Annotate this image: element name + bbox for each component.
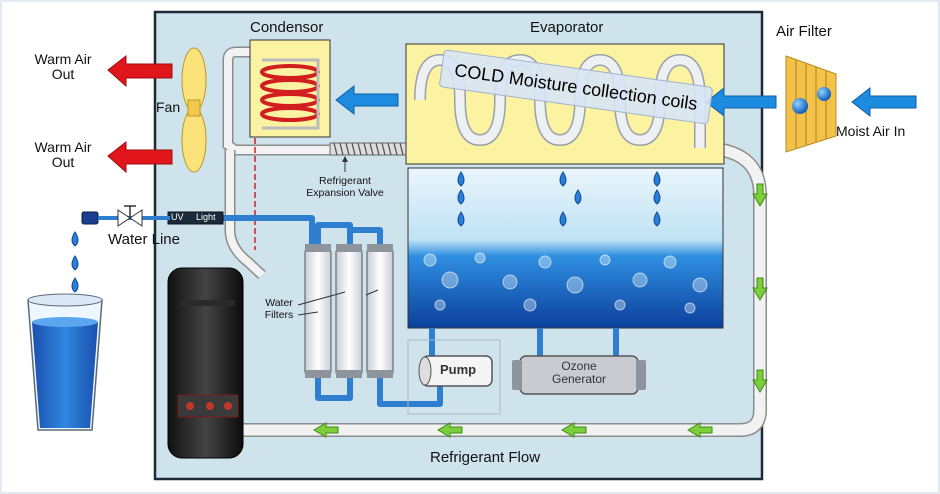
- pump-label: Pump: [440, 362, 477, 377]
- water-valve-icon: [81, 205, 170, 227]
- refrigerant-pipe-upper: [224, 48, 330, 154]
- warm-air-arrow-icon: [107, 54, 173, 174]
- compressor: [167, 267, 244, 459]
- condensor-label: Condensor: [250, 19, 324, 36]
- air-filter-label: Air Filter: [776, 23, 832, 40]
- expansion-valve-label: Refrigerant Expansion Valve: [306, 175, 384, 199]
- refrigerant-pipe-left: [226, 150, 265, 278]
- water-filters-label: Water Filters: [264, 297, 294, 321]
- expansion-valve-coil: [329, 142, 409, 172]
- condensation-drops: [457, 171, 661, 227]
- water-filters: [297, 244, 394, 378]
- ozone-generator-body: [512, 355, 646, 395]
- air-filter-icon: [785, 55, 837, 153]
- water-glass-icon: [27, 293, 103, 431]
- refrigerant-flow-label: Refrigerant Flow: [430, 449, 541, 466]
- ozone-generator-label: Ozone Generator: [551, 359, 607, 386]
- moist-air-in-label: Moist Air In: [836, 123, 906, 139]
- fan-icon: [181, 47, 207, 173]
- warm-air-out-label-bottom: Warm Air Out: [34, 139, 92, 171]
- water-tank: [407, 167, 724, 329]
- falling-water-drops: [71, 231, 79, 293]
- airflow-arrow-icon: [335, 84, 917, 118]
- warm-air-out-label-top: Warm Air Out: [34, 51, 92, 83]
- evaporator-label: Evaporator: [530, 19, 604, 36]
- condensor-coil: [260, 58, 320, 130]
- uv-label: UV: [171, 212, 184, 222]
- pump-body: [407, 339, 501, 415]
- refrigerant-flow-arrow-icon: [313, 183, 768, 438]
- light-label: Light: [196, 212, 216, 222]
- water-pipes: [185, 215, 619, 407]
- tank-bubbles: [423, 252, 708, 314]
- fan-label: Fan: [156, 99, 181, 115]
- water-line-label: Water Line: [108, 231, 180, 248]
